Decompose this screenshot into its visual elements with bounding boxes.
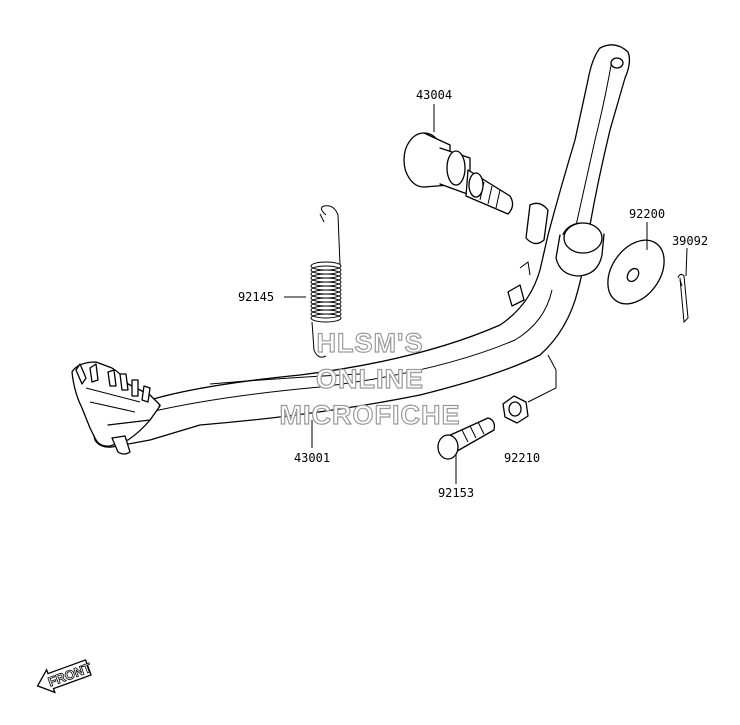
watermark-line3: MICROFICHE bbox=[280, 400, 461, 430]
part-label-92145: 92145 bbox=[238, 290, 274, 304]
watermark: HLSM'S ONLINE MICROFICHE bbox=[279, 327, 461, 430]
watermark-line2: ONLINE bbox=[316, 364, 424, 394]
spring-92145 bbox=[310, 205, 342, 358]
brake-pedal-43001 bbox=[71, 44, 631, 455]
pivot-shaft-43004 bbox=[403, 132, 514, 215]
leader-39092 bbox=[685, 247, 688, 277]
front-arrow-icon: FRONT bbox=[36, 659, 94, 694]
washer-92200 bbox=[607, 239, 665, 305]
bolt-92153 bbox=[437, 417, 496, 460]
watermark-line1: HLSM'S bbox=[317, 328, 424, 358]
assembly-leader-line bbox=[527, 354, 557, 403]
part-label-43004: 43004 bbox=[416, 88, 452, 102]
part-label-92210: 92210 bbox=[504, 451, 540, 465]
part-label-92153: 92153 bbox=[438, 486, 474, 500]
cotter-pin-39092 bbox=[677, 273, 689, 324]
part-label-92200: 92200 bbox=[629, 207, 665, 221]
front-label: FRONT bbox=[46, 660, 93, 689]
spring-coil bbox=[310, 309, 342, 319]
spring-coil bbox=[310, 313, 342, 323]
part-label-39092: 39092 bbox=[672, 234, 708, 248]
nut-92210 bbox=[502, 395, 529, 424]
part-label-43001: 43001 bbox=[294, 451, 330, 465]
